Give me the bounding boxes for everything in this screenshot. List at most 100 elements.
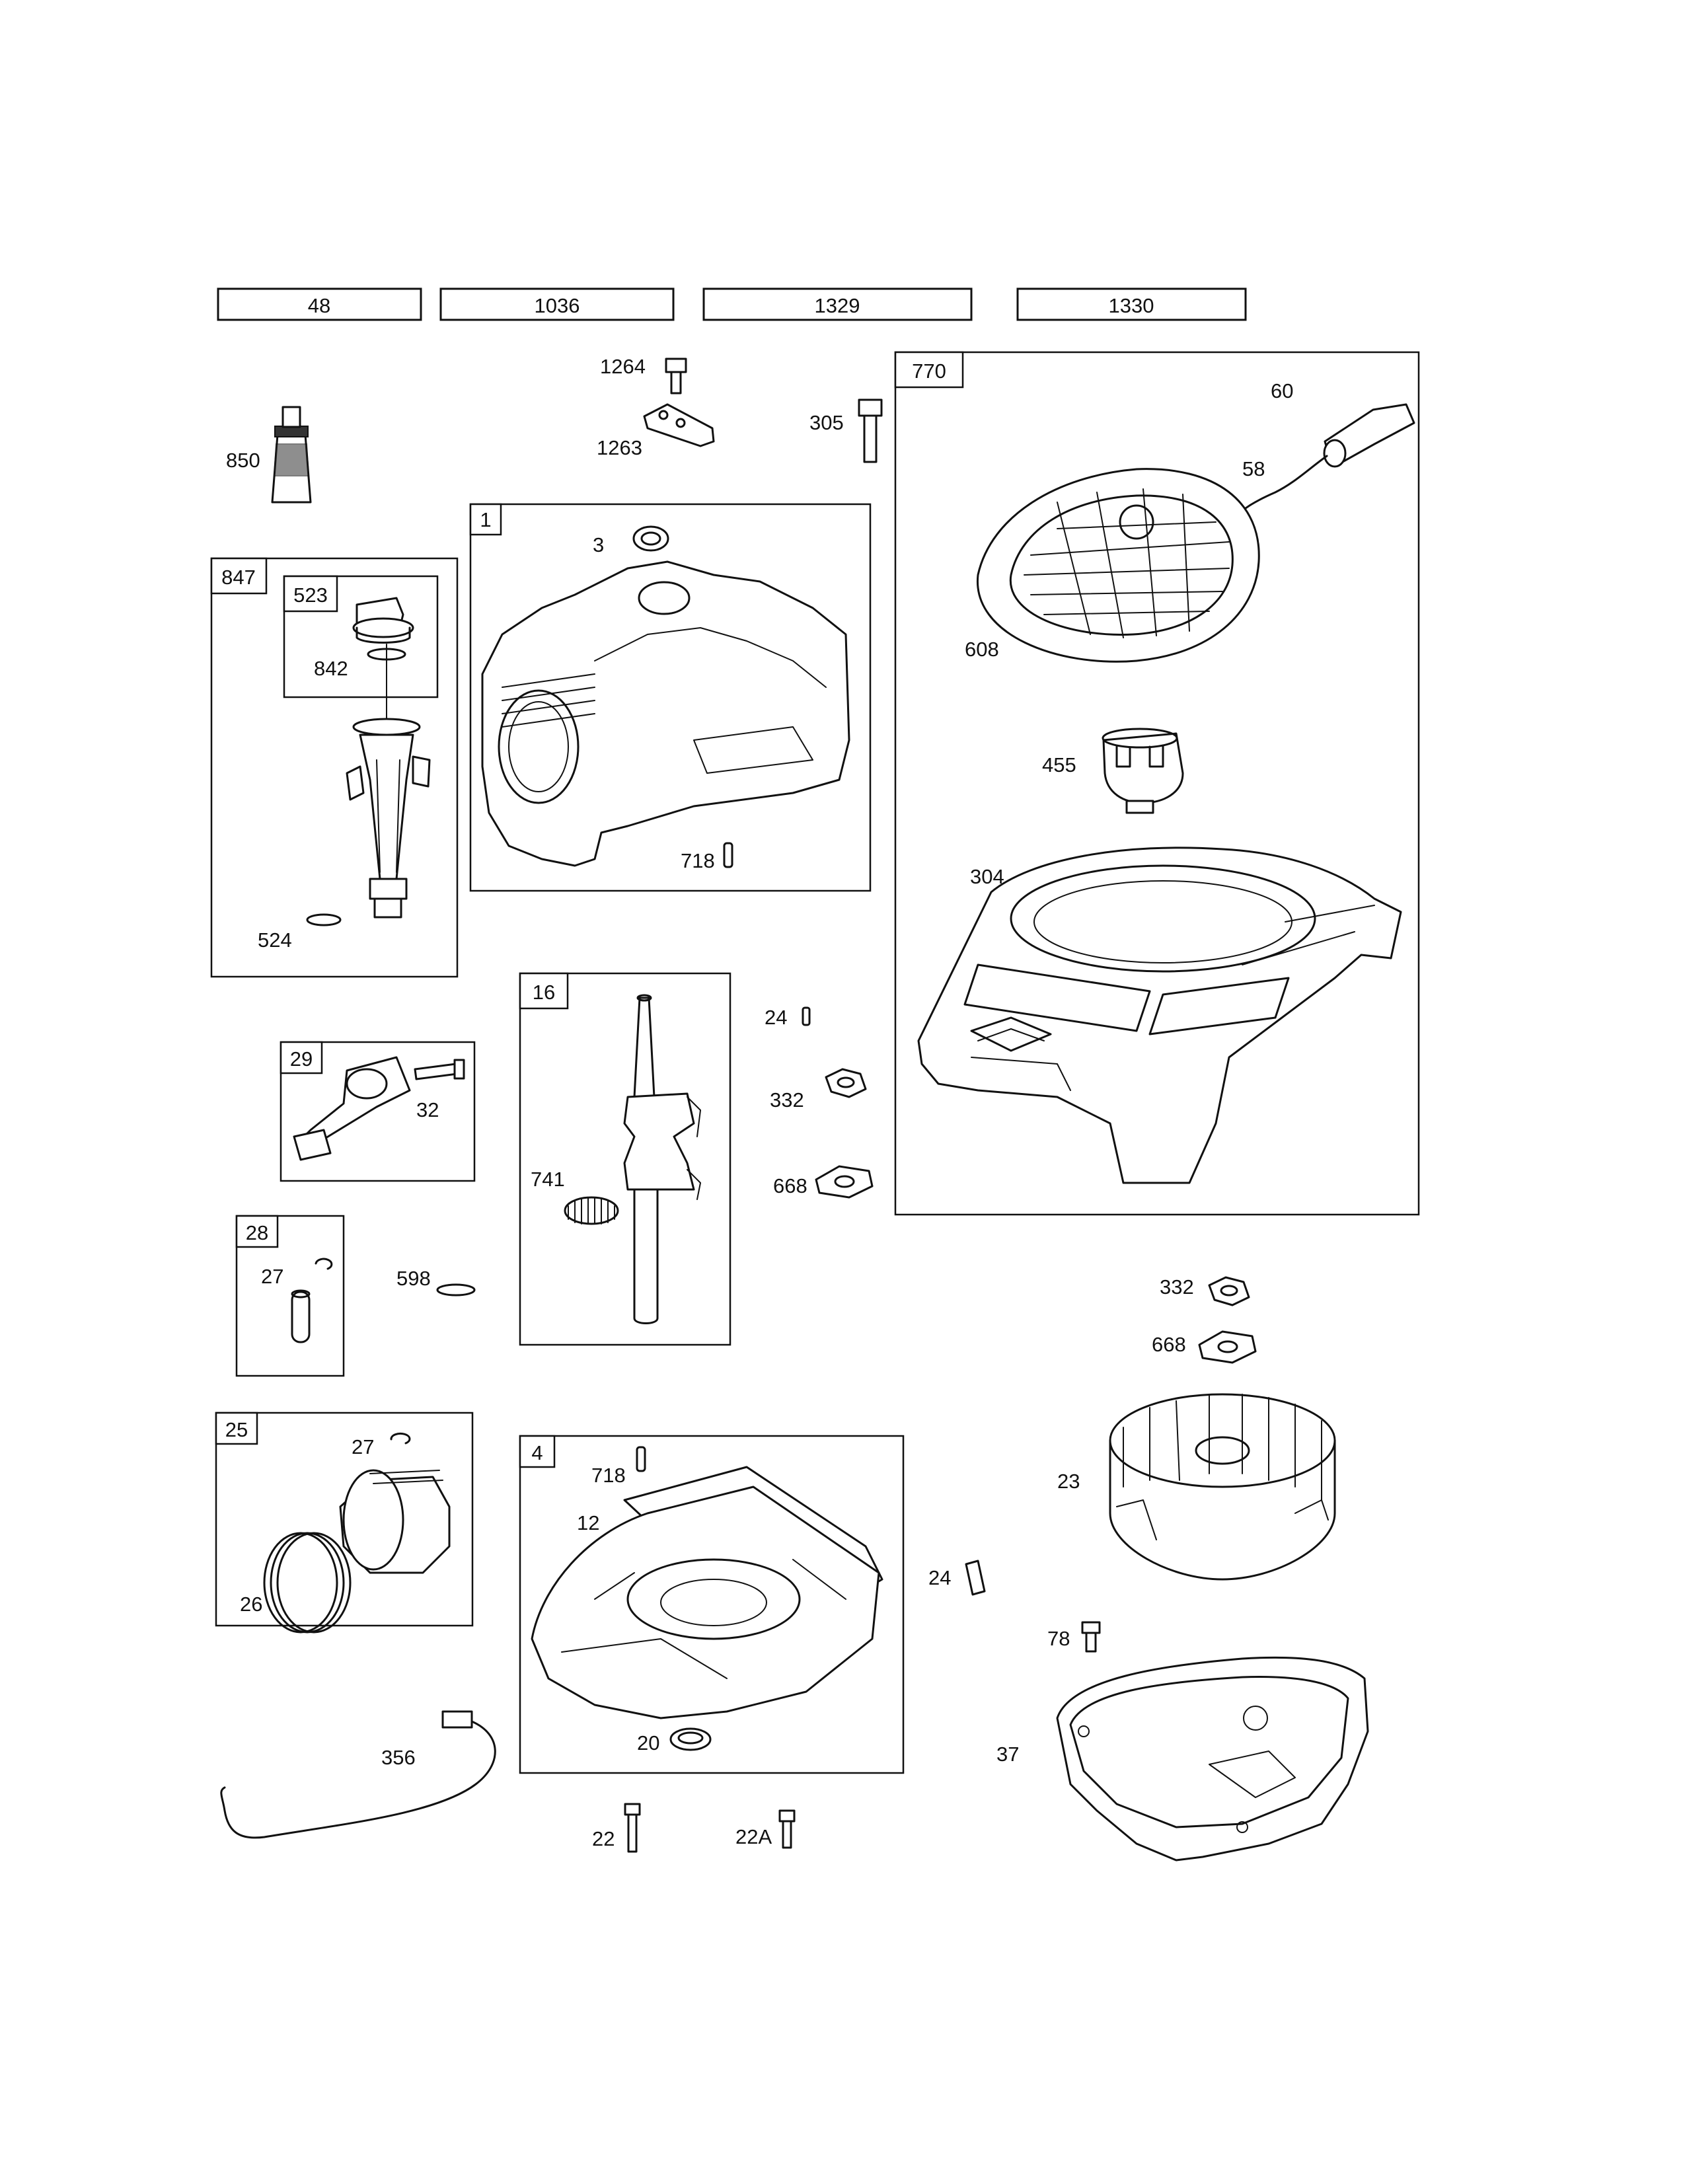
callout-27: 27 bbox=[261, 1265, 283, 1288]
part-842-o-ring-icon bbox=[367, 644, 406, 721]
part-1263-bracket-icon bbox=[643, 403, 715, 447]
part-27-retaining-clip-icon-2 bbox=[390, 1432, 411, 1445]
part-29-connecting-rod-icon bbox=[293, 1056, 411, 1161]
callout-741: 741 bbox=[531, 1168, 565, 1191]
part-37-base-shield-icon bbox=[1056, 1656, 1369, 1862]
callout-20: 20 bbox=[637, 1731, 659, 1754]
group-label-16: 16 bbox=[533, 981, 555, 1004]
part-1-cylinder-block-icon bbox=[481, 560, 850, 867]
group-1: 1 bbox=[469, 503, 872, 892]
kit-label-1329: 1329 bbox=[815, 294, 860, 317]
callout-60: 60 bbox=[1271, 379, 1293, 402]
part-25-piston-icon bbox=[339, 1469, 451, 1574]
group-4: 4 bbox=[519, 1435, 905, 1774]
callout-668: 668 bbox=[773, 1174, 807, 1197]
callout-850: 850 bbox=[226, 449, 260, 472]
part-16-crankshaft-icon bbox=[623, 994, 701, 1324]
callout-356: 356 bbox=[381, 1746, 416, 1769]
group-847: 847 bbox=[210, 557, 459, 978]
callout-labels: 850 1264 1263 305 60 58 608 455 304 3 71… bbox=[226, 355, 1293, 1850]
callout-304: 304 bbox=[970, 865, 1004, 888]
part-304-blower-housing-icon bbox=[917, 847, 1402, 1184]
part-26-piston-rings-icon bbox=[263, 1532, 352, 1634]
callout-23: 23 bbox=[1057, 1470, 1080, 1493]
part-28-piston-pin-icon bbox=[291, 1289, 311, 1343]
part-20-oil-seal-icon bbox=[669, 1727, 712, 1751]
callout-524: 524 bbox=[258, 928, 292, 952]
part-24-flywheel-key-icon-2 bbox=[965, 1560, 986, 1596]
part-455-starter-cup-icon bbox=[1102, 728, 1184, 814]
part-850-sealant-tube-icon bbox=[271, 406, 312, 504]
callout-78: 78 bbox=[1047, 1627, 1070, 1650]
part-356-ground-wire-icon bbox=[220, 1710, 496, 1839]
part-32-rod-bolt-icon bbox=[414, 1059, 465, 1080]
callout-305: 305 bbox=[809, 411, 844, 434]
group-label-847: 847 bbox=[221, 566, 256, 589]
callout-598: 598 bbox=[396, 1267, 431, 1290]
callout-3: 3 bbox=[593, 533, 604, 556]
callout-24: 24 bbox=[765, 1006, 787, 1029]
group-label-770: 770 bbox=[912, 359, 946, 383]
group-label-4: 4 bbox=[531, 1441, 543, 1464]
part-23-flywheel-icon bbox=[1109, 1393, 1336, 1581]
part-598-ring-icon bbox=[436, 1283, 476, 1297]
part-718-dowel-pin-icon-2 bbox=[636, 1446, 646, 1472]
kit-label-48: 48 bbox=[308, 294, 330, 317]
group-770: 770 bbox=[894, 351, 1420, 1216]
kit-box-1329: 1329 bbox=[702, 287, 973, 321]
kit-label-1330: 1330 bbox=[1109, 294, 1154, 317]
part-741-crank-gear-icon bbox=[564, 1196, 619, 1225]
part-305-bolt-icon bbox=[858, 398, 883, 463]
callout-22a: 22A bbox=[735, 1825, 772, 1848]
part-27-retaining-clip-icon bbox=[315, 1258, 333, 1270]
callout-455: 455 bbox=[1042, 753, 1076, 776]
part-22a-sump-bolt-icon bbox=[778, 1809, 796, 1849]
part-22-sump-bolt-icon bbox=[624, 1803, 641, 1853]
callout-22: 22 bbox=[592, 1827, 615, 1850]
callout-27-b: 27 bbox=[352, 1435, 374, 1458]
part-608-starter-housing-icon bbox=[977, 468, 1260, 663]
part-332-nut-icon bbox=[825, 1068, 867, 1098]
part-4-oil-sump-icon bbox=[531, 1486, 880, 1719]
callout-24-b: 24 bbox=[928, 1566, 951, 1589]
group-label-1: 1 bbox=[480, 508, 491, 531]
callout-668-b: 668 bbox=[1152, 1333, 1186, 1356]
callout-1263: 1263 bbox=[597, 436, 642, 459]
part-24-flywheel-key-icon bbox=[802, 1006, 811, 1026]
group-28: 28 bbox=[235, 1215, 345, 1377]
callout-37: 37 bbox=[996, 1743, 1019, 1766]
group-label-28: 28 bbox=[246, 1221, 268, 1244]
callout-608: 608 bbox=[965, 638, 999, 661]
group-25: 25 bbox=[215, 1412, 474, 1627]
group-label-29: 29 bbox=[290, 1047, 313, 1071]
part-524-o-ring-icon bbox=[306, 913, 342, 926]
group-523: 523 bbox=[283, 575, 439, 698]
kit-label-1036: 1036 bbox=[535, 294, 580, 317]
callout-332-b: 332 bbox=[1160, 1275, 1194, 1299]
callout-1264: 1264 bbox=[600, 355, 646, 378]
group-29: 29 bbox=[280, 1041, 476, 1182]
callout-12: 12 bbox=[577, 1511, 599, 1534]
part-668-washer-icon bbox=[815, 1165, 874, 1199]
callout-718-b: 718 bbox=[591, 1464, 626, 1487]
part-332-nut-icon-2 bbox=[1208, 1276, 1250, 1306]
group-16: 16 bbox=[519, 972, 731, 1346]
part-718-dowel-pin-icon bbox=[723, 842, 733, 868]
part-847-dipstick-tube-icon bbox=[346, 718, 431, 919]
part-78-bolt-icon bbox=[1081, 1621, 1101, 1653]
kit-box-1036: 1036 bbox=[439, 287, 675, 321]
callout-718: 718 bbox=[681, 849, 715, 872]
part-60-starter-handle-icon bbox=[1323, 403, 1415, 468]
callout-58: 58 bbox=[1242, 457, 1265, 480]
kit-box-1330: 1330 bbox=[1016, 287, 1247, 321]
callout-26: 26 bbox=[240, 1593, 262, 1616]
kit-box-48: 48 bbox=[217, 287, 422, 321]
callout-332: 332 bbox=[770, 1088, 804, 1111]
group-label-523: 523 bbox=[293, 584, 328, 607]
callout-842: 842 bbox=[314, 657, 348, 680]
part-523-dipstick-cap-icon bbox=[352, 597, 414, 644]
callout-32: 32 bbox=[416, 1098, 439, 1121]
part-1264-bolt-icon bbox=[665, 358, 687, 395]
